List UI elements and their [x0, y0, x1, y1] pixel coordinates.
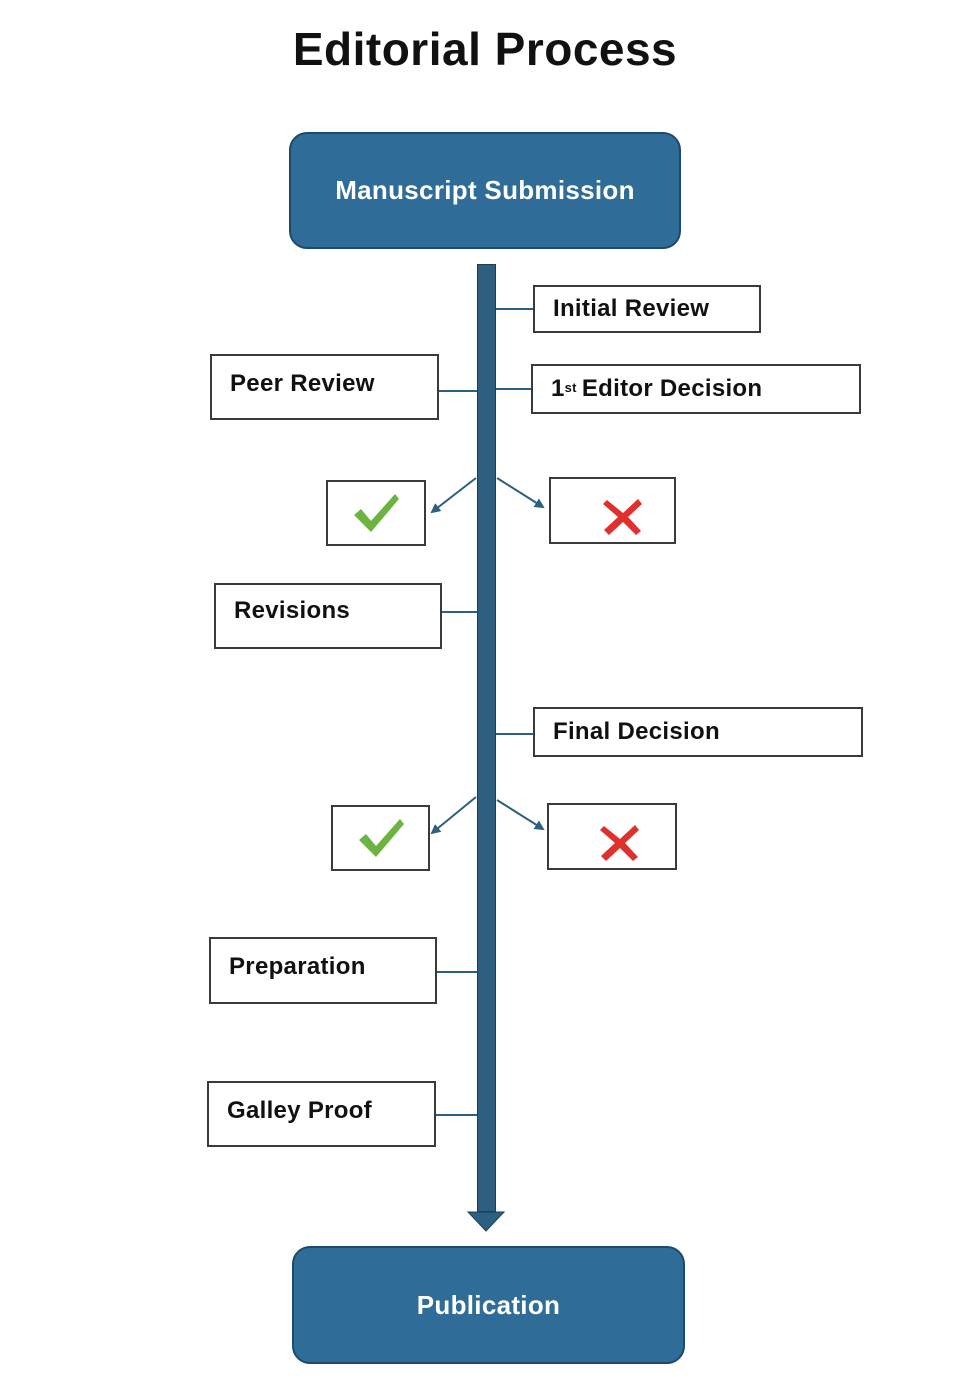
step-revisions-label: Revisions [234, 597, 351, 624]
timeline-arrowhead [466, 1211, 506, 1232]
cross-mark-icon [602, 498, 642, 535]
branch-arrow-reject-1 [496, 477, 545, 509]
end-node-label: Publication [416, 1289, 561, 1320]
step-peer-review: Peer Review [210, 354, 439, 420]
branch-arrow-reject-2 [496, 799, 545, 831]
step-first-editor-decision-suffix: st [564, 379, 577, 395]
step-first-editor-decision-ordinal: 1 [551, 375, 565, 402]
branch-arrow-accept-1 [430, 477, 477, 514]
start-node-label: Manuscript Submission [335, 175, 635, 205]
branch-arrow-accept-2 [430, 796, 477, 835]
start-node-manuscript-submission: Manuscript Submission [289, 132, 681, 249]
accept-box-2 [331, 805, 430, 871]
check-mark-icon [358, 819, 404, 857]
end-node-publication: Publication [292, 1246, 685, 1364]
cross-mark-icon [600, 824, 639, 861]
step-galley-proof: Galley Proof [207, 1081, 436, 1147]
step-revisions: Revisions [214, 583, 442, 649]
step-initial-review-label: Initial Review [553, 295, 710, 322]
step-preparation: Preparation [209, 937, 437, 1004]
check-mark-icon [354, 494, 399, 532]
step-initial-review: Initial Review [533, 285, 761, 333]
step-final-decision-label: Final Decision [553, 718, 720, 745]
step-galley-proof-label: Galley Proof [227, 1097, 372, 1124]
step-preparation-label: Preparation [229, 953, 366, 980]
reject-box-2 [547, 803, 677, 870]
step-peer-review-label: Peer Review [230, 370, 375, 397]
reject-box-1 [549, 477, 676, 544]
step-first-editor-decision-label: Editor Decision [581, 375, 763, 402]
accept-box-1 [326, 480, 426, 546]
diagram-title: Editorial Process [292, 23, 678, 75]
step-final-decision: Final Decision [533, 707, 863, 757]
